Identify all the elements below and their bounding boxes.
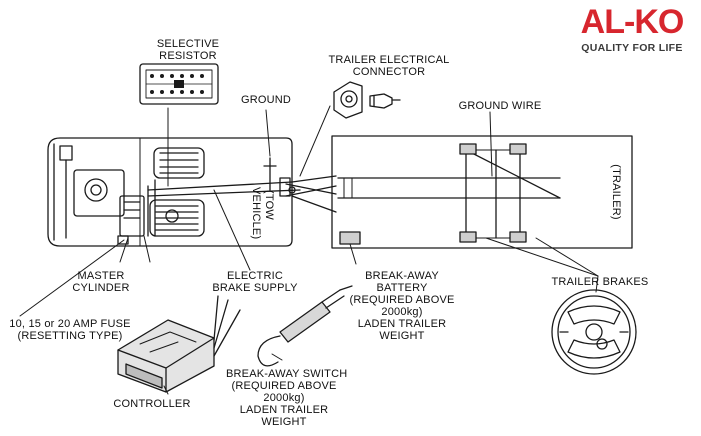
label-controller: CONTROLLER [113,398,191,410]
brand-name: AL-KO [580,3,685,41]
tow-vehicle-outline [47,137,293,247]
controller-unit [117,295,241,393]
front-seat [149,147,205,237]
label-trailer-brakes: TRAILER BRAKES [551,276,649,288]
label-trailer: (TRAILER) [610,164,622,220]
label-master-cylinder: MASTER CYLINDER [72,270,130,294]
label-ground: GROUND [240,94,292,106]
trailer-outline [331,135,633,249]
brake-drum [551,289,637,375]
alko-logo: AL-KO QUALITY FOR LIFE [566,4,698,56]
brand-tagline: QUALITY FOR LIFE [581,42,683,54]
engine-components [59,145,145,245]
label-fuse: 10, 15 or 20 AMP FUSE (RESETTING TYPE) [9,318,131,342]
label-ground-wire: GROUND WIRE [458,100,542,112]
label-tow-vehicle: (TOW VEHICLE) [250,187,275,240]
trailer-chassis [337,149,561,239]
label-selective-resistor: SELECTIVE RESISTOR [156,38,220,62]
label-breakaway-battery: BREAK-AWAY BATTERY (REQUIRED ABOVE 2000k… [349,270,455,342]
trailer-brake-units [339,143,527,245]
breakaway-switch [257,285,353,367]
label-electric-brake-supply: ELECTRIC BRAKE SUPPLY [212,270,298,294]
label-breakaway-switch: BREAK-AWAY SWITCH (REQUIRED ABOVE 2000kg… [226,368,348,428]
selective-resistor [139,63,219,105]
leader-lines [19,105,599,395]
tow-vehicle-wiring [147,157,301,237]
label-trailer-connector: TRAILER ELECTRICAL CONNECTOR [328,54,450,78]
drawbar [285,175,337,213]
trailer-connector [333,81,401,119]
